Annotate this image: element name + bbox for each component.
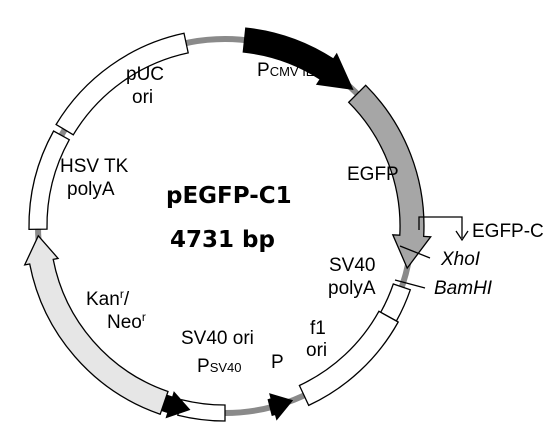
egfp-c-marker bbox=[418, 216, 469, 242]
pcmv-label: PCMV IE bbox=[257, 60, 315, 81]
psv40-promoter-arrow bbox=[160, 391, 191, 419]
psv40-label: PSV40 bbox=[197, 356, 242, 377]
puc-label-line2: ori bbox=[132, 87, 153, 108]
f1-ori-box bbox=[298, 310, 400, 407]
puc-ori-box bbox=[55, 32, 189, 136]
bamhi-label: BamHI bbox=[434, 278, 493, 299]
plasmid-size: 4731 bp bbox=[170, 227, 275, 253]
neo-label: Neor bbox=[107, 310, 146, 333]
puc-label-line1: pUC bbox=[126, 64, 164, 85]
kan-label: Kanr/ bbox=[86, 287, 130, 310]
sv40-polya-label-line1: SV40 bbox=[329, 255, 375, 276]
kan-neo-gene-arrow bbox=[23, 234, 169, 416]
egfp-c-label: EGFP-C bbox=[472, 221, 544, 242]
xhoi-label: XhoI bbox=[440, 249, 481, 270]
f1-ori-label-line1: f1 bbox=[310, 318, 326, 339]
sv40-polya-label-line2: polyA bbox=[328, 278, 376, 299]
egfp-label: EGFP bbox=[347, 164, 399, 185]
plasmid-name: pEGFP-C1 bbox=[166, 183, 292, 209]
hsv-tk-label-line1: HSV TK bbox=[60, 156, 129, 177]
xhoi-site-tick bbox=[399, 245, 431, 259]
sv40-ori-label: SV40 ori bbox=[181, 328, 254, 349]
p-promoter-label: P bbox=[271, 352, 284, 373]
f1-ori-label-line2: ori bbox=[306, 340, 327, 361]
hsv-tk-polya-box bbox=[28, 130, 71, 231]
p-promoter-arrow bbox=[267, 393, 294, 421]
bamhi-site-tick bbox=[394, 279, 426, 289]
pcmv-promoter-arrow bbox=[242, 27, 354, 91]
hsv-tk-label-line2: polyA bbox=[67, 179, 115, 200]
egfp-gene-arrow bbox=[347, 84, 432, 270]
